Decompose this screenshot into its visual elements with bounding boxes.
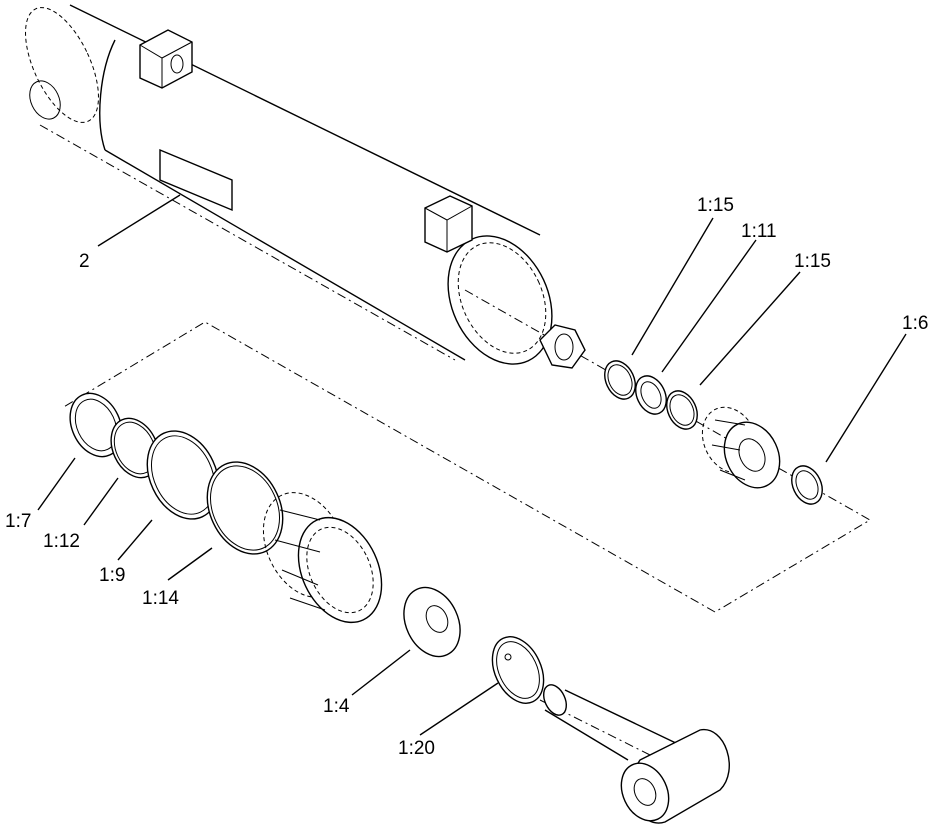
piston — [701, 406, 781, 489]
seal-1-6 — [791, 465, 823, 505]
callout-1-6: 1:6 — [902, 313, 929, 334]
callout-1-12: 1:12 — [43, 531, 80, 552]
snap-ring-1-20 — [491, 636, 545, 704]
callout-1-15-b: 1:15 — [794, 251, 831, 272]
ring-1-9 — [146, 430, 220, 520]
callout-1-7: 1:7 — [5, 511, 32, 532]
seal-1-15-a — [604, 360, 636, 400]
leader-lines — [37, 194, 907, 736]
gland — [262, 492, 383, 624]
callout-1-15-a: 1:15 — [697, 195, 734, 216]
callout-1-4: 1:4 — [323, 696, 350, 717]
callout-2: 2 — [79, 251, 90, 272]
piston-rod — [539, 684, 730, 824]
callout-1-11: 1:11 — [741, 221, 777, 242]
spacer-1-4 — [403, 586, 461, 658]
callout-1-9: 1:9 — [99, 565, 126, 586]
rod-nut — [539, 324, 586, 369]
callout-1-14: 1:14 — [142, 588, 179, 609]
cylinder-barrel — [25, 4, 553, 365]
callout-1-20: 1:20 — [398, 738, 435, 759]
seal-1-15-b — [666, 390, 698, 430]
ring-1-7 — [69, 392, 123, 458]
seal-1-11 — [635, 375, 667, 415]
